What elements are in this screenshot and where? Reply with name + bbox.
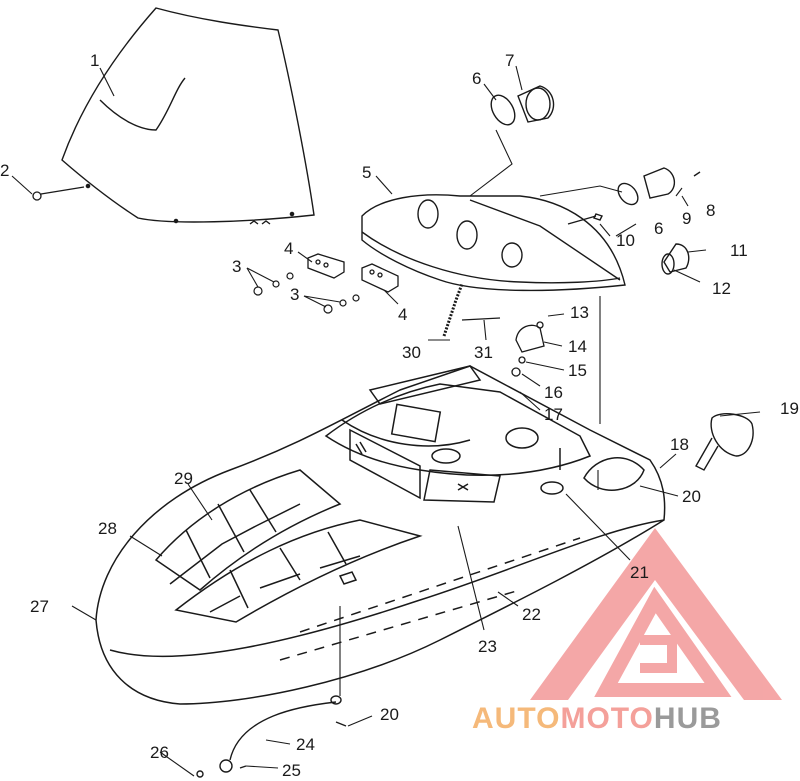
gauges bbox=[490, 85, 701, 275]
callout-label: 25 bbox=[282, 761, 301, 780]
windshield bbox=[61, 7, 315, 225]
callout-label: 26 bbox=[150, 743, 169, 762]
callout-label: 10 bbox=[616, 231, 635, 250]
callout-label: 13 bbox=[570, 303, 589, 322]
callout-label: 18 bbox=[670, 435, 689, 454]
svg-text:AUTOMOTOHUB: AUTOMOTOHUB bbox=[472, 702, 722, 735]
callout-label: 3 bbox=[290, 285, 299, 304]
cable-and-bolt bbox=[442, 283, 545, 377]
callout-label: 8 bbox=[706, 201, 715, 220]
callout-label: 15 bbox=[568, 361, 587, 380]
callout-label: 12 bbox=[712, 279, 731, 298]
callout-label: 4 bbox=[398, 305, 407, 324]
watermark-moto: MOTO bbox=[560, 702, 653, 735]
callout-label: 1 bbox=[90, 51, 99, 70]
callout-label: 9 bbox=[682, 209, 691, 228]
callout-label: 29 bbox=[174, 469, 193, 488]
watermark-hub: HUB bbox=[654, 702, 722, 735]
windshield-screw bbox=[32, 186, 85, 201]
leader-lines bbox=[11, 65, 761, 777]
watermark-text: AUTOMOTOHUB bbox=[472, 702, 722, 735]
callout-label: 19 bbox=[780, 399, 799, 418]
callout-label: 5 bbox=[362, 163, 371, 182]
callout-label: 20 bbox=[682, 487, 701, 506]
instrument-hood bbox=[361, 194, 626, 292]
callout-label: 28 bbox=[98, 519, 117, 538]
cable-assembly bbox=[196, 695, 347, 778]
callout-label: 4 bbox=[284, 239, 293, 258]
callout-label: 3 bbox=[232, 257, 241, 276]
callout-label: 31 bbox=[474, 343, 493, 362]
brackets bbox=[307, 253, 399, 293]
callout-label: 27 bbox=[30, 597, 49, 616]
callout-label: 30 bbox=[402, 343, 421, 362]
callout-label: 23 bbox=[478, 637, 497, 656]
callout-label: 21 bbox=[630, 563, 649, 582]
hardware-fasteners bbox=[253, 272, 360, 314]
callout-label: 6 bbox=[654, 219, 663, 238]
callout-labels: 1 2 3 3 4 4 5 6 6 7 8 9 10 11 12 13 14 1… bbox=[0, 51, 799, 780]
callout-label: 7 bbox=[505, 51, 514, 70]
hood-body bbox=[95, 365, 666, 705]
mirror bbox=[695, 413, 754, 471]
callout-label: 14 bbox=[568, 337, 587, 356]
callout-label: 2 bbox=[0, 161, 9, 180]
callout-label: 24 bbox=[296, 735, 315, 754]
callout-label: 6 bbox=[472, 69, 481, 88]
callout-label: 20 bbox=[380, 705, 399, 724]
callout-label: 22 bbox=[522, 605, 541, 624]
watermark-auto: AUTO bbox=[472, 702, 560, 735]
callout-label: 17 bbox=[544, 405, 563, 424]
callout-label: 11 bbox=[730, 241, 748, 260]
watermark-logo bbox=[530, 528, 782, 700]
callout-label: 16 bbox=[544, 383, 563, 402]
